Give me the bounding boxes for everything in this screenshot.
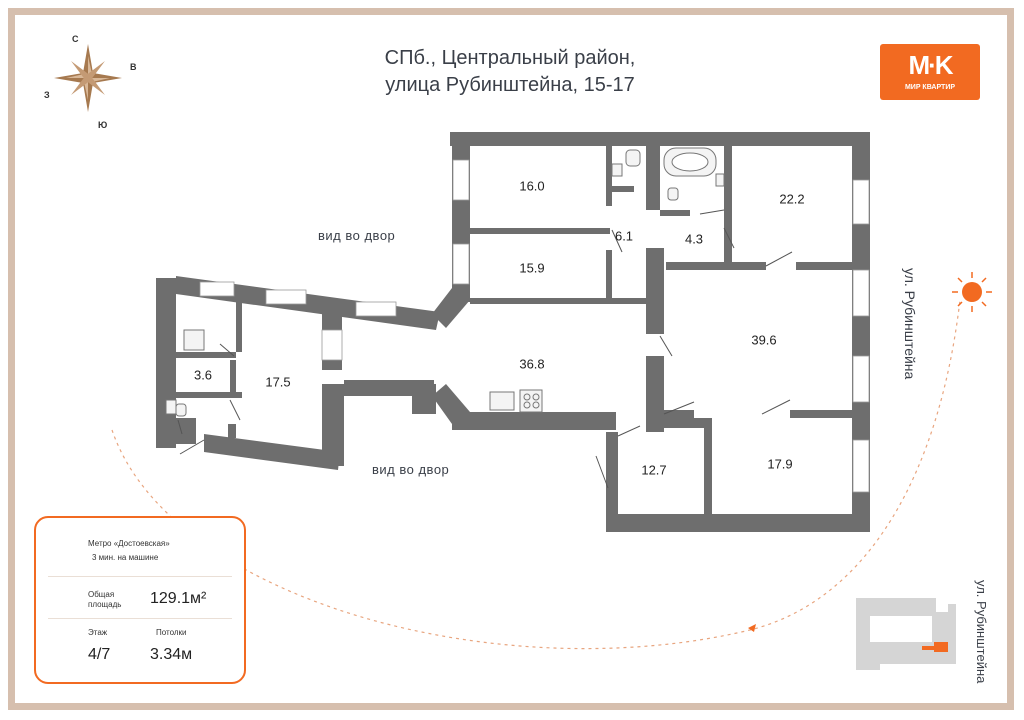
room-area-17-5: 17.5 [265, 374, 291, 390]
logo-mark: M·K [908, 50, 953, 80]
room-area-15-9: 15.9 [519, 260, 545, 276]
room-area-3-6: 3.6 [193, 367, 213, 383]
address-line-2: улица Рубинштейна, 15-17 [385, 74, 635, 96]
courtyard-view-label-top: вид во двор [318, 228, 396, 243]
floor-label: Этаж [88, 628, 108, 637]
metro-station-name: Метро «Достоевская» [88, 539, 170, 548]
compass-east-label: В [130, 62, 137, 72]
ceiling-label: Потолки [156, 628, 187, 637]
street-label-right: ул. Рубинштейна [902, 268, 918, 380]
compass-north-label: С [72, 34, 79, 44]
sun-icon [952, 272, 992, 312]
room-area-12-7: 12.7 [641, 462, 667, 478]
room-area-4-3: 4.3 [684, 231, 704, 247]
total-area-value: 129.1м² [150, 590, 207, 607]
room-area-22-2: 22.2 [779, 191, 805, 207]
page-title: СПб., Центральный район, улица Рубинштей… [330, 45, 690, 99]
doors [177, 209, 793, 489]
compass-south-label: Ю [98, 120, 108, 130]
street-label-inset: ул. Рубинштейна [974, 580, 989, 684]
compass-west-label: З [44, 90, 50, 100]
compass-rose-icon [54, 44, 122, 112]
divider [48, 576, 232, 577]
courtyard-view-label-bottom: вид во двор [372, 462, 450, 477]
brand-logo: M·K МИР КВАРТИР [880, 44, 980, 100]
ceiling-height-value: 3.34м [150, 646, 193, 663]
area-label-line-2: площадь [88, 600, 122, 609]
room-area-39-6: 39.6 [751, 332, 777, 348]
room-area-6-1: 6.1 [614, 228, 634, 244]
room-area-16-0: 16.0 [519, 178, 545, 194]
area-label-line-1: Общая [88, 590, 115, 599]
sun-path-arc [111, 299, 961, 650]
location-inset-map [856, 598, 956, 670]
walls [156, 132, 870, 532]
room-area-17-9: 17.9 [767, 456, 793, 472]
metro-travel-time: 3 мин. на машине [92, 553, 159, 562]
info-card [34, 516, 246, 684]
moon-icon [103, 412, 120, 446]
room-area-36-8: 36.8 [519, 356, 545, 372]
fixtures [165, 147, 725, 417]
windows [199, 159, 870, 493]
divider [48, 618, 232, 619]
logo-text: МИР КВАРТИР [904, 84, 956, 91]
floor-value: 4/7 [88, 646, 111, 663]
arrow-icon [748, 624, 756, 632]
address-line-1: СПб., Центральный район, [384, 47, 636, 69]
